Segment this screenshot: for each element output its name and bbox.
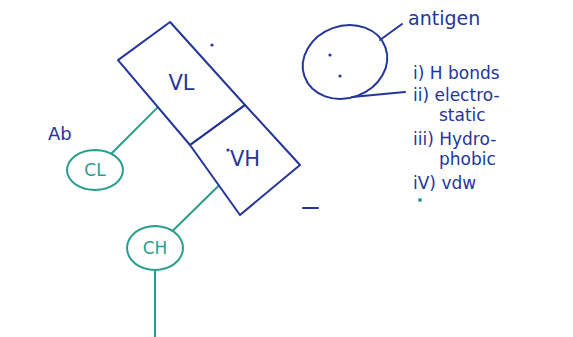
constant-heavy-domain: CH bbox=[127, 226, 183, 270]
interaction-item: i) H bonds bbox=[413, 64, 500, 84]
interaction-item: ii) electro- static bbox=[413, 86, 525, 125]
domain-link bbox=[172, 186, 218, 231]
domain-label: VL bbox=[168, 72, 194, 95]
dot bbox=[226, 148, 229, 151]
antigen-label: antigen bbox=[408, 8, 480, 30]
variable-heavy-domain: VH bbox=[190, 105, 300, 215]
antigen-outline bbox=[292, 13, 397, 110]
interaction-item: iii) Hydro- phobic bbox=[413, 130, 525, 169]
leader-line bbox=[380, 24, 402, 40]
interaction-item: iV) vdw bbox=[413, 174, 476, 194]
domain-label: VH bbox=[230, 148, 260, 171]
mark bbox=[303, 207, 318, 209]
constant-light-domain: CL bbox=[67, 150, 123, 190]
outline bbox=[67, 150, 123, 190]
domain-link bbox=[111, 107, 158, 154]
variable-light-domain: VL bbox=[118, 22, 245, 145]
domain-label: CH bbox=[143, 239, 168, 258]
outline bbox=[190, 105, 300, 215]
dot bbox=[210, 43, 213, 46]
dot bbox=[328, 53, 331, 56]
domain-label: CL bbox=[84, 161, 105, 180]
outline bbox=[127, 226, 183, 270]
outline bbox=[118, 22, 245, 145]
dot bbox=[338, 74, 341, 77]
leader-line bbox=[352, 92, 405, 97]
dot bbox=[418, 198, 422, 202]
stem-line bbox=[154, 271, 156, 337]
antibody-label: Ab bbox=[48, 124, 72, 145]
